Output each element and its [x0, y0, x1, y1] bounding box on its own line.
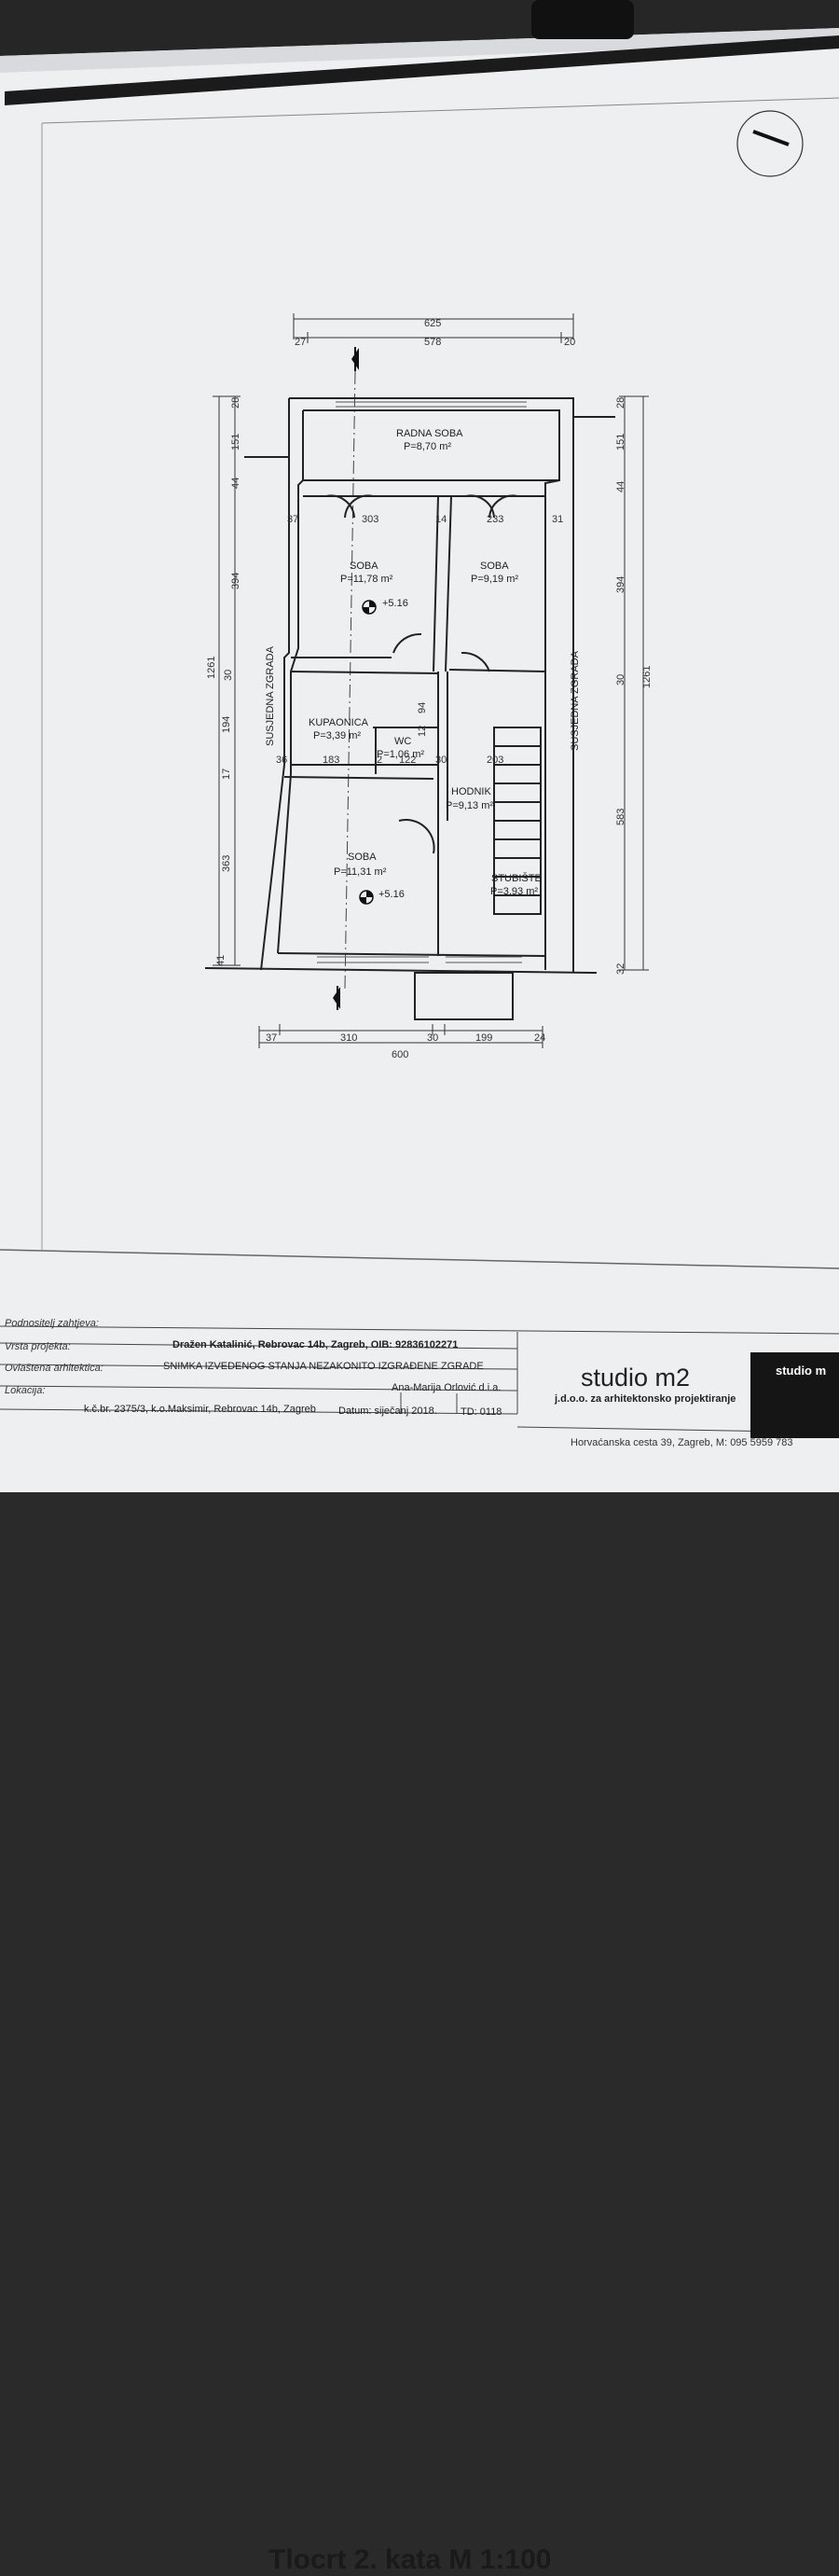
level-mark-1: +5.16: [382, 598, 408, 609]
dim-left-d: 394: [230, 573, 241, 589]
dim-bottom-left: 37: [266, 1032, 277, 1044]
dim-inner-183: 183: [323, 755, 339, 766]
dim-top-total: 625: [424, 318, 441, 329]
room-hodnik-area: P=9,13 m²: [446, 800, 493, 811]
studio-logo: [750, 1352, 839, 1438]
north-arrow-icon: [736, 110, 804, 177]
tb-value-location: k.č.br. 2375/3, k.o.Maksimir, Rebrovac 1…: [84, 1404, 316, 1415]
studio-name: studio m2: [581, 1364, 691, 1392]
neighbour-label-left: SUSJEDNA ZGRADA: [265, 645, 276, 746]
dim-left-total: 1261: [206, 657, 217, 679]
dim-bottom-b: 30: [427, 1032, 438, 1044]
dim-left-f: 194: [221, 716, 232, 733]
dim-right-f: 583: [615, 809, 626, 825]
studio-address: Horvaćanska cesta 39, Zagreb, M: 095 595…: [571, 1437, 793, 1448]
dim-top-right: 20: [564, 337, 575, 348]
tb-value-project-type: SNIMKA IZVEDENOG STANJA NEZAKONITO IZGRA…: [163, 1361, 484, 1372]
dim-inner-14: 14: [435, 514, 447, 525]
dim-left-i: 41: [215, 955, 227, 966]
dim-right-b: 151: [615, 434, 626, 450]
dim-inner-303: 303: [362, 514, 378, 525]
dim-right-e: 30: [615, 674, 626, 686]
dim-right-total: 1261: [641, 666, 653, 688]
room-soba-1-area: P=11,78 m²: [340, 574, 393, 585]
dim-left-b: 151: [230, 434, 241, 450]
dim-left-e: 30: [223, 670, 234, 681]
dim-left-g: 17: [221, 769, 232, 780]
dim-top-mid: 578: [424, 337, 441, 348]
dim-right-d: 394: [615, 576, 626, 593]
dim-right-a: 28: [615, 397, 626, 409]
room-soba-2-name: SOBA: [480, 561, 509, 572]
dim-inner-36: 36: [276, 755, 287, 766]
dim-bottom-a: 310: [340, 1032, 357, 1044]
dim-inner-12: 12: [417, 726, 428, 737]
tb-label-architect: Ovlaštena arhitektica:: [5, 1363, 103, 1374]
room-stubiste-area: P=3,93 m²: [490, 886, 538, 897]
room-kupaonica-name: KUPAONICA: [309, 717, 369, 728]
room-soba-3-name: SOBA: [348, 852, 377, 863]
room-hodnik-name: HODNIK: [451, 786, 491, 797]
title-block: Tlocrt 2. kata M 1:100 Podnositelj zahtj…: [0, 1259, 839, 2575]
room-wc-area: P=1,06 m²: [377, 749, 424, 760]
dim-inner-31: 31: [552, 514, 563, 525]
plan-title: Tlocrt 2. kata M 1:100: [268, 2544, 552, 2575]
dim-right-g: 32: [615, 963, 626, 975]
dim-left-c: 44: [230, 478, 241, 489]
studio-logo-text: studio m: [776, 1364, 827, 1378]
room-soba-2-area: P=9,19 m²: [471, 574, 518, 585]
room-soba-1-name: SOBA: [350, 561, 378, 572]
level-mark-2: +5.16: [378, 889, 405, 900]
dim-left-h: 363: [221, 855, 232, 872]
room-kupaonica-area: P=3,39 m²: [313, 730, 361, 741]
tb-label-location: Lokacija:: [5, 1385, 46, 1396]
dim-inner-37: 37: [287, 514, 298, 525]
tb-td: TD: 0118: [461, 1406, 502, 1418]
dim-inner-94: 94: [417, 702, 428, 713]
studio-tagline: j.d.o.o. za arhitektonsko projektiranje: [555, 1393, 736, 1405]
neighbour-label-right: SUSJEDNA ZGRADA: [570, 650, 581, 751]
dim-inner-30: 30: [435, 755, 447, 766]
dim-left-a: 28: [230, 397, 241, 409]
dim-inner-2: 2: [377, 755, 382, 766]
dim-inner-122: 122: [399, 755, 416, 766]
dim-inner-233: 233: [487, 514, 503, 525]
tb-date: Datum: siječanj 2018.: [338, 1406, 437, 1417]
room-soba-3-area: P=11,31 m²: [334, 866, 387, 878]
room-radna-soba-name: RADNA SOBA: [396, 428, 463, 439]
dim-top-left: 27: [295, 337, 306, 348]
room-radna-soba-area: P=8,70 m²: [404, 441, 451, 452]
tb-label-applicant: Podnositelj zahtjeva:: [5, 1318, 99, 1329]
dim-bottom-c: 199: [475, 1032, 492, 1044]
drawing-sheet: 625 27 578 20 37 310 30 199 24 600 1261 …: [0, 0, 839, 1492]
dim-right-c: 44: [615, 481, 626, 492]
dim-bottom-right: 24: [534, 1032, 545, 1044]
tb-value-applicant: Dražen Katalinić, Rebrovac 14b, Zagreb, …: [172, 1339, 459, 1350]
dim-bottom-total: 600: [392, 1049, 408, 1060]
dim-inner-203: 203: [487, 755, 503, 766]
room-stubiste-name: STUBIŠTE: [491, 872, 542, 884]
floor-plan-drawing: 625 27 578 20 37 310 30 199 24 600 1261 …: [0, 0, 839, 1492]
tb-label-project-type: Vrsta projekta:: [5, 1341, 71, 1352]
tb-value-architect: Ana-Marija Orlović d.i.a.: [392, 1382, 502, 1393]
room-wc-name: WC: [394, 736, 411, 747]
